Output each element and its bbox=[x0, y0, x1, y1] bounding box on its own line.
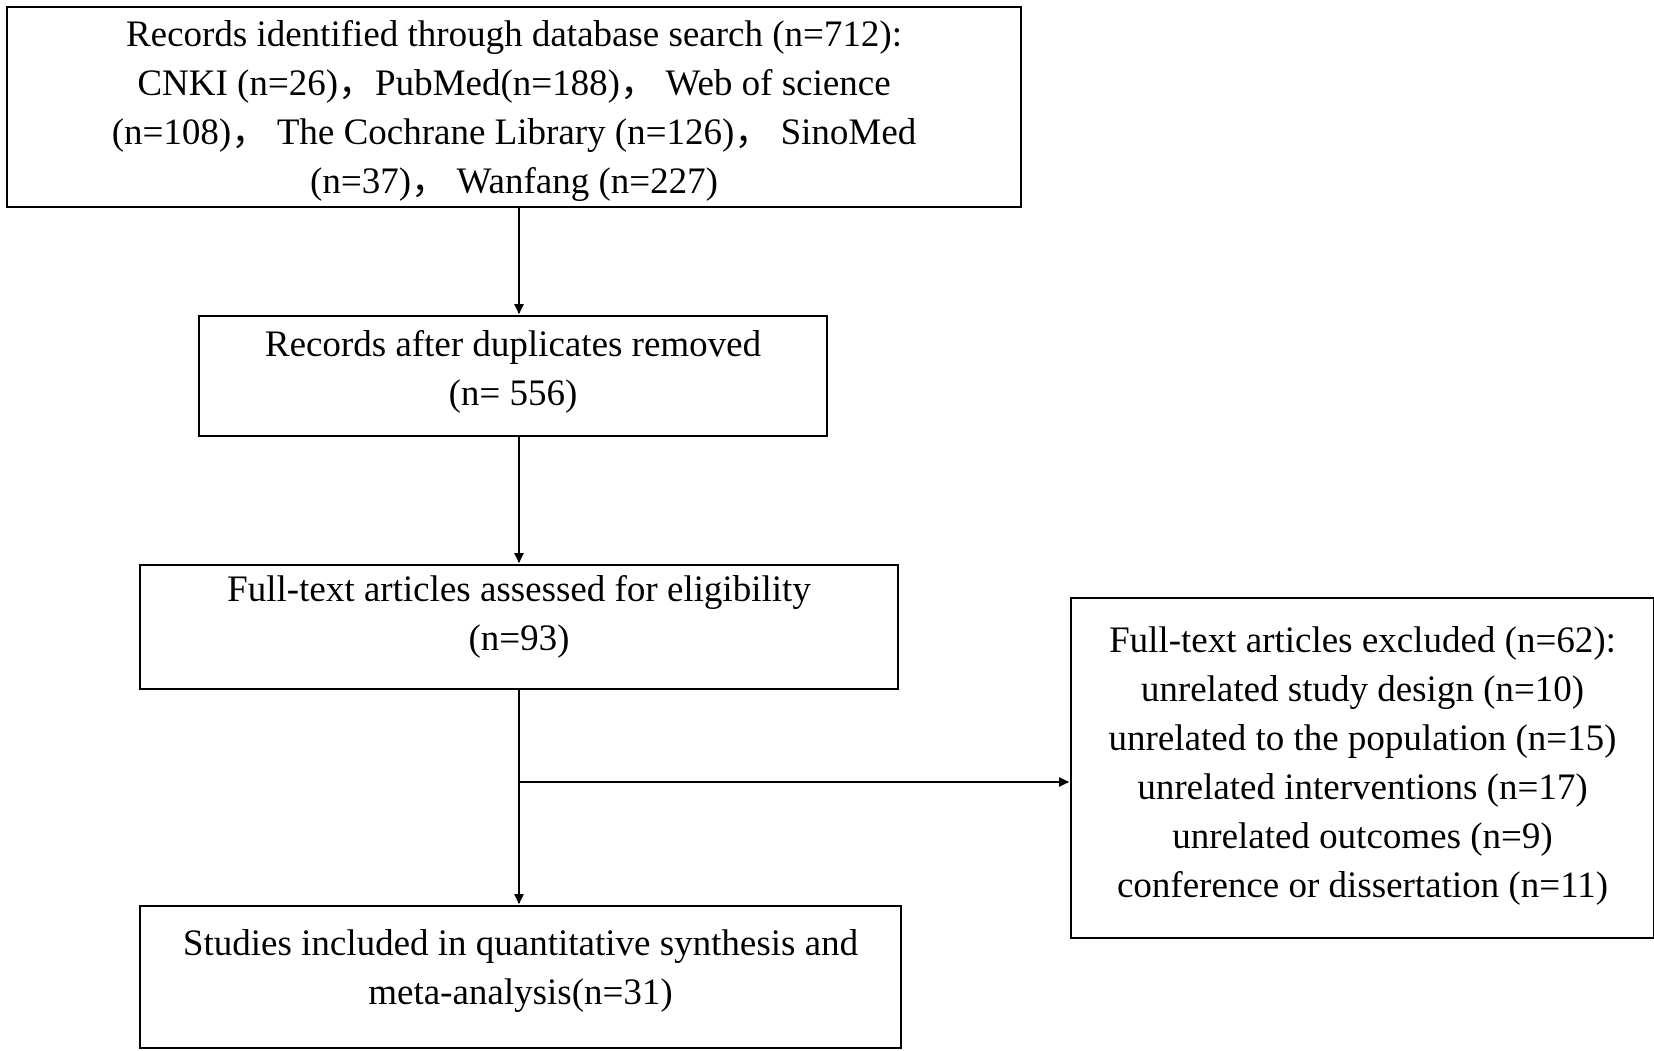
records-identified-line-3: (n=108)， The Cochrane Library (n=126)， S… bbox=[111, 112, 917, 153]
full-text-excluded-box: Full-text articles excluded (n=62): unre… bbox=[1070, 597, 1654, 939]
full-text-excluded-line-4: unrelated interventions (n=17) bbox=[1137, 767, 1588, 808]
records-identified-line-1: Records identified through database sear… bbox=[125, 14, 903, 55]
full-text-assessed-line-2: (n=93) bbox=[468, 618, 570, 659]
full-text-excluded-line-2: unrelated study design (n=10) bbox=[1140, 669, 1585, 710]
studies-included-box: Studies included in quantitative synthes… bbox=[139, 905, 902, 1049]
full-text-assessed-box: Full-text articles assessed for eligibil… bbox=[139, 564, 899, 690]
full-text-excluded-line-6: conference or dissertation (n=11) bbox=[1116, 865, 1609, 906]
full-text-excluded-line-3: unrelated to the population (n=15) bbox=[1108, 718, 1617, 759]
studies-included-line-2: meta-analysis(n=31) bbox=[368, 972, 673, 1013]
full-text-assessed-line-1: Full-text articles assessed for eligibil… bbox=[227, 569, 811, 610]
duplicates-removed-line-2: (n= 556) bbox=[448, 373, 578, 414]
full-text-excluded-line-1: Full-text articles excluded (n=62): bbox=[1109, 620, 1616, 661]
records-identified-line-2: CNKI (n=26)，PubMed(n=188)， Web of scienc… bbox=[137, 63, 891, 104]
full-text-excluded-line-5: unrelated outcomes (n=9) bbox=[1172, 816, 1553, 857]
duplicates-removed-box: Records after duplicates removed (n= 556… bbox=[198, 315, 828, 437]
records-identified-line-4: (n=37)， Wanfang (n=227) bbox=[310, 161, 718, 202]
studies-included-line-1: Studies included in quantitative synthes… bbox=[182, 923, 859, 964]
duplicates-removed-line-1: Records after duplicates removed bbox=[264, 324, 762, 365]
records-identified-box: Records identified through database sear… bbox=[6, 6, 1022, 208]
